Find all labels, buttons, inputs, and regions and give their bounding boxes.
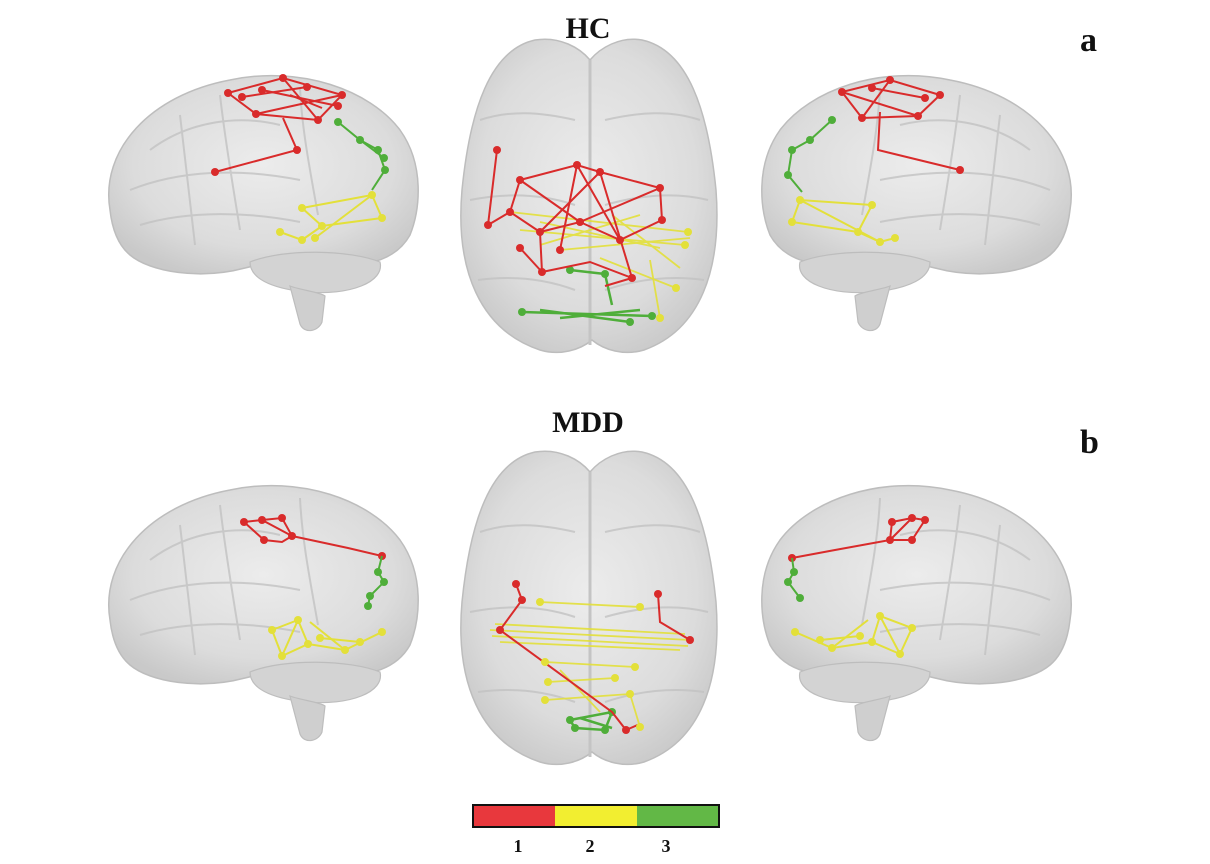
panel-label-a: a [1080,22,1097,59]
mdd-axial-brain [459,449,719,766]
hc-axial-brain [459,37,719,354]
legend-label-2: 2 [585,836,595,856]
panel-label-b: b [1080,424,1099,461]
module-color-legend [472,804,720,828]
mdd-right-sagittal-brain [760,484,1073,742]
hc-row-title: HC [565,12,611,45]
hc-left-sagittal-brain [107,74,420,332]
mdd-row-title: MDD [552,406,624,439]
legend-swatch-module-3 [636,806,718,826]
legend-label-1: 1 [513,836,523,856]
legend-label-3: 3 [661,836,671,856]
mdd-left-sagittal-brain [107,484,420,742]
hc-right-sagittal-brain [760,74,1073,332]
legend-swatch-module-2 [555,806,637,826]
legend-swatch-module-1 [474,806,556,826]
